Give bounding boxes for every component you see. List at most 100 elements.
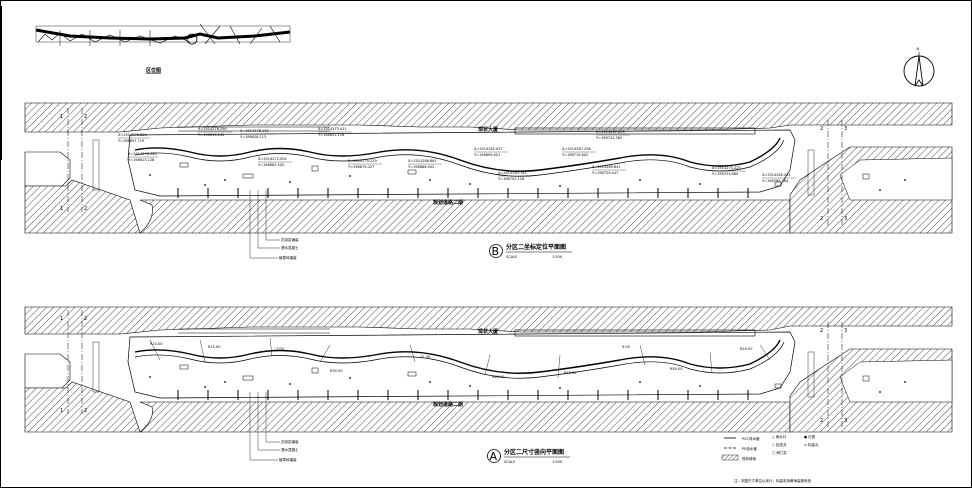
svg-text:○ 检查井: ○ 检查井 xyxy=(772,442,787,447)
svg-text:透水混凝土: 透水混凝土 xyxy=(281,245,299,250)
svg-text:Y=198715.602: Y=198715.602 xyxy=(562,153,588,157)
svg-text:3: 3 xyxy=(844,126,847,132)
svg-text:Y=198651.116: Y=198651.116 xyxy=(318,133,344,137)
svg-text:X=2514276.134: X=2514276.134 xyxy=(240,129,269,133)
grid-labels-a: 1 2 1 2 2 3 2 3 xyxy=(60,316,847,424)
svg-text:1: 1 xyxy=(60,408,63,414)
legend: PVC排水管 PE给水管 现状绿地 △ 雨水口 ○ 检查井 □ 阀门井 ● 灯具… xyxy=(721,434,819,483)
svg-text:× 标高点: × 标高点 xyxy=(804,442,819,447)
callouts-b: 花岗岩铺装 透水混凝土 植草砖铺装 xyxy=(279,237,299,260)
svg-text:3: 3 xyxy=(844,216,847,222)
svg-text:3: 3 xyxy=(844,418,847,424)
svg-text:Y=198619.245: Y=198619.245 xyxy=(198,133,224,137)
svg-text:2: 2 xyxy=(84,206,87,212)
svg-text:3: 3 xyxy=(844,328,847,334)
svg-text:现状绿地: 现状绿地 xyxy=(742,456,756,461)
road-label-b: 规划道路二期 xyxy=(433,199,463,206)
north-arrow-icon: N xyxy=(903,47,935,87)
svg-text:1: 1 xyxy=(60,206,63,212)
svg-text:R25.00: R25.00 xyxy=(492,375,504,379)
svg-text:PE给水管: PE给水管 xyxy=(742,446,757,451)
legend-note: 注：本图尺寸单位以米计，标高采用黄海高程系统 xyxy=(734,478,811,483)
svg-text:SCALE: SCALE xyxy=(506,255,517,259)
svg-text:12.00: 12.00 xyxy=(420,355,430,359)
svg-text:2: 2 xyxy=(820,328,823,334)
svg-text:X=2514262.037: X=2514262.037 xyxy=(474,147,503,151)
svg-text:PVC排水管: PVC排水管 xyxy=(742,436,760,441)
svg-text:R15.00: R15.00 xyxy=(208,345,220,349)
coordinate-text-b: X=2514276.884 Y=198607.719 X=2514276.584… xyxy=(118,127,791,183)
svg-text:分区二坐标定位平面图: 分区二坐标定位平面图 xyxy=(506,243,566,251)
svg-text:R20.00: R20.00 xyxy=(740,347,752,351)
road-label-a: 规划道路二期 xyxy=(433,401,463,408)
svg-text:X=2514263.761: X=2514263.761 xyxy=(498,171,527,175)
svg-text:R30.00: R30.00 xyxy=(330,369,342,373)
svg-text:X=2514276.884: X=2514276.884 xyxy=(118,133,147,137)
grid-labels-b: 1 2 1 2 2 3 2 3 xyxy=(60,114,847,222)
svg-text:X=2514270.229: X=2514270.229 xyxy=(348,159,377,163)
svg-text:植草砖铺装: 植草砖铺装 xyxy=(279,255,297,260)
svg-text:2: 2 xyxy=(84,316,87,322)
svg-text:R10.00: R10.00 xyxy=(150,342,162,346)
svg-text:X=2514269.841: X=2514269.841 xyxy=(592,165,621,169)
svg-text:Y=198729.447: Y=198729.447 xyxy=(592,171,618,175)
svg-text:Y=198607.719: Y=198607.719 xyxy=(118,139,144,143)
svg-text:Y=198662.502: Y=198662.502 xyxy=(258,163,284,167)
svg-text:A: A xyxy=(490,450,498,463)
svg-text:2: 2 xyxy=(820,126,823,132)
svg-text:X=2514272.004: X=2514272.004 xyxy=(258,157,287,161)
svg-text:1: 1 xyxy=(60,316,63,322)
svg-text:Y=198686.402: Y=198686.402 xyxy=(408,165,434,169)
svg-text:9.00: 9.00 xyxy=(622,345,630,349)
plan-title-b: B 分区二坐标定位平面图 SCALE 1:500 xyxy=(489,243,572,259)
svg-text:2: 2 xyxy=(84,408,87,414)
svg-text:X=2514267.298: X=2514267.298 xyxy=(562,147,591,151)
svg-text:X=2514266.861: X=2514266.861 xyxy=(408,159,437,163)
callouts-a: 花岗岩铺装 透水混凝土 植草砖铺装 xyxy=(279,439,299,462)
svg-text:透水混凝土: 透水混凝土 xyxy=(281,447,299,452)
svg-text:植草砖铺装: 植草砖铺装 xyxy=(279,457,297,462)
key-plan: 区位图 xyxy=(35,23,291,74)
svg-text:● 灯具: ● 灯具 xyxy=(804,434,816,439)
svg-text:□ 阀门井: □ 阀门井 xyxy=(772,450,787,455)
svg-text:花岗岩铺装: 花岗岩铺装 xyxy=(281,237,299,242)
svg-text:△ 雨水口: △ 雨水口 xyxy=(772,434,787,439)
building-label-b: 现状大厦 xyxy=(478,126,499,133)
svg-text:SCALE: SCALE xyxy=(504,460,515,464)
plan-title-a: A 分区二尺寸竖向平面图 SCALE 1:500 xyxy=(487,448,570,464)
svg-text:X=2514270.225: X=2514270.225 xyxy=(712,166,741,170)
svg-text:X=2514267.003: X=2514267.003 xyxy=(596,130,625,134)
svg-text:2: 2 xyxy=(820,418,823,424)
svg-text:Y=198628.113: Y=198628.113 xyxy=(240,135,266,139)
coordinate-labels-b xyxy=(118,131,796,179)
plan-b: 1 2 1 2 2 3 2 3 xyxy=(24,102,953,260)
svg-text:Y=198753.880: Y=198753.880 xyxy=(712,172,738,176)
dimension-labels-a: R10.00 R15.00 7.00 R30.00 12.00 R25.00 R… xyxy=(150,342,752,379)
key-plan-label: 区位图 xyxy=(146,67,161,74)
svg-text:Y=198613.128: Y=198613.128 xyxy=(128,158,154,162)
north-letter: N xyxy=(917,47,920,51)
svg-text:分区二尺寸竖向平面图: 分区二尺寸竖向平面图 xyxy=(504,448,564,456)
svg-text:X=2514262.031: X=2514262.031 xyxy=(762,173,791,177)
svg-text:X=2514276.290: X=2514276.290 xyxy=(198,127,227,131)
svg-text:7.00: 7.00 xyxy=(276,347,284,351)
svg-text:Y=198702.118: Y=198702.118 xyxy=(498,177,524,181)
svg-text:2: 2 xyxy=(84,114,87,120)
plan-a: 1 2 1 2 2 3 2 3 R10.00 R15.00 7.00 xyxy=(24,306,953,464)
svg-text:Y=198741.362: Y=198741.362 xyxy=(596,136,622,140)
svg-text:Y=198699.801: Y=198699.801 xyxy=(474,153,500,157)
building-label-a: 现状大厦 xyxy=(478,328,499,335)
svg-text:花岗岩铺装: 花岗岩铺装 xyxy=(281,439,299,444)
svg-text:Y=198675.027: Y=198675.027 xyxy=(348,165,374,169)
svg-text:X=2514273.411: X=2514273.411 xyxy=(318,127,347,131)
svg-text:R50.00: R50.00 xyxy=(670,367,682,371)
svg-text:R40.00: R40.00 xyxy=(564,371,576,375)
svg-text:1: 1 xyxy=(60,114,63,120)
svg-text:2: 2 xyxy=(820,216,823,222)
svg-text:1:500: 1:500 xyxy=(552,255,562,259)
svg-text:1:500: 1:500 xyxy=(552,460,562,464)
svg-text:Y=198765.264: Y=198765.264 xyxy=(762,179,789,183)
svg-text:B: B xyxy=(492,245,500,258)
svg-text:X=2514276.584: X=2514276.584 xyxy=(128,152,157,156)
